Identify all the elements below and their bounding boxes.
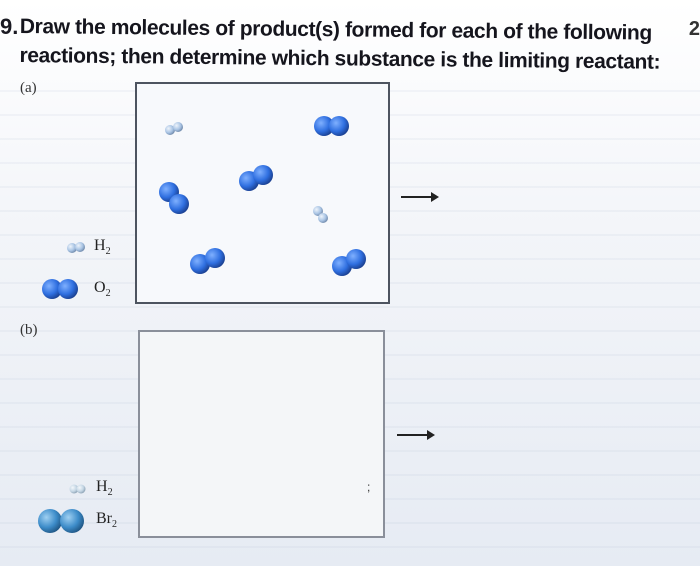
o2-molecule bbox=[239, 165, 273, 191]
question-number: 9. bbox=[0, 14, 19, 39]
h2-molecule bbox=[313, 206, 328, 223]
stray-mark: ; bbox=[367, 480, 371, 494]
h2-molecule bbox=[165, 122, 183, 135]
o2-molecule bbox=[332, 249, 366, 276]
key-a-o2-label: O2 bbox=[94, 279, 111, 300]
reaction-b-box bbox=[138, 330, 385, 538]
key-b-h2-label: H2 bbox=[96, 478, 113, 499]
key-a-o2-icon bbox=[42, 279, 78, 299]
page-edge-mark: 2 bbox=[688, 18, 700, 40]
key-a-h2-label: H2 bbox=[94, 237, 111, 258]
o2-molecule bbox=[159, 182, 189, 214]
part-a-label: (a) bbox=[20, 80, 37, 96]
reaction-b-arrow bbox=[397, 430, 435, 440]
o2-molecule bbox=[190, 248, 225, 274]
key-a-h2-icon bbox=[67, 242, 85, 253]
reaction-a-arrow bbox=[401, 192, 439, 202]
part-b-label: (b) bbox=[20, 322, 38, 338]
key-b-br2-icon bbox=[38, 509, 84, 533]
key-b-h2-icon bbox=[69, 484, 86, 494]
o2-molecule bbox=[314, 116, 349, 136]
key-b-br2-label: Br2 bbox=[96, 510, 117, 531]
